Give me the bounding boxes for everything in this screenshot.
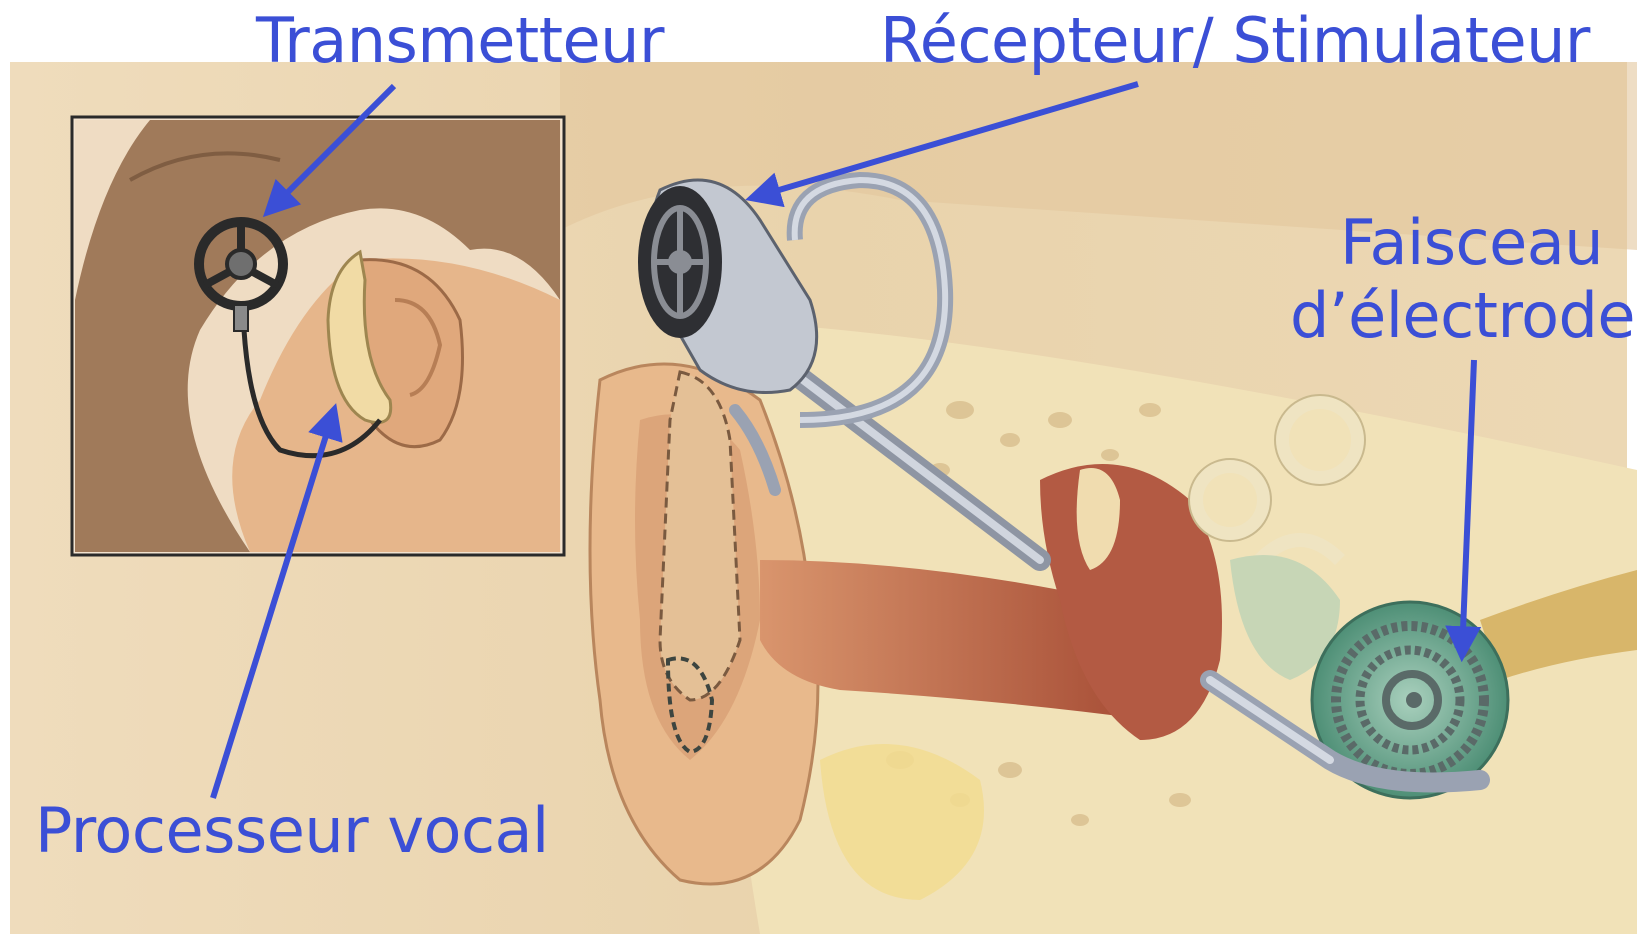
- electrode-label-line2: d’électrodes: [1290, 285, 1637, 347]
- head-with-implant-inset: [72, 117, 564, 555]
- electrode-label-line1: Faisceau: [1340, 212, 1603, 274]
- transmitter-label: Transmetteur: [256, 10, 664, 72]
- receiver-label: Récepteur/ Stimulateur: [880, 10, 1590, 72]
- processor-label: Processeur vocal: [35, 800, 549, 862]
